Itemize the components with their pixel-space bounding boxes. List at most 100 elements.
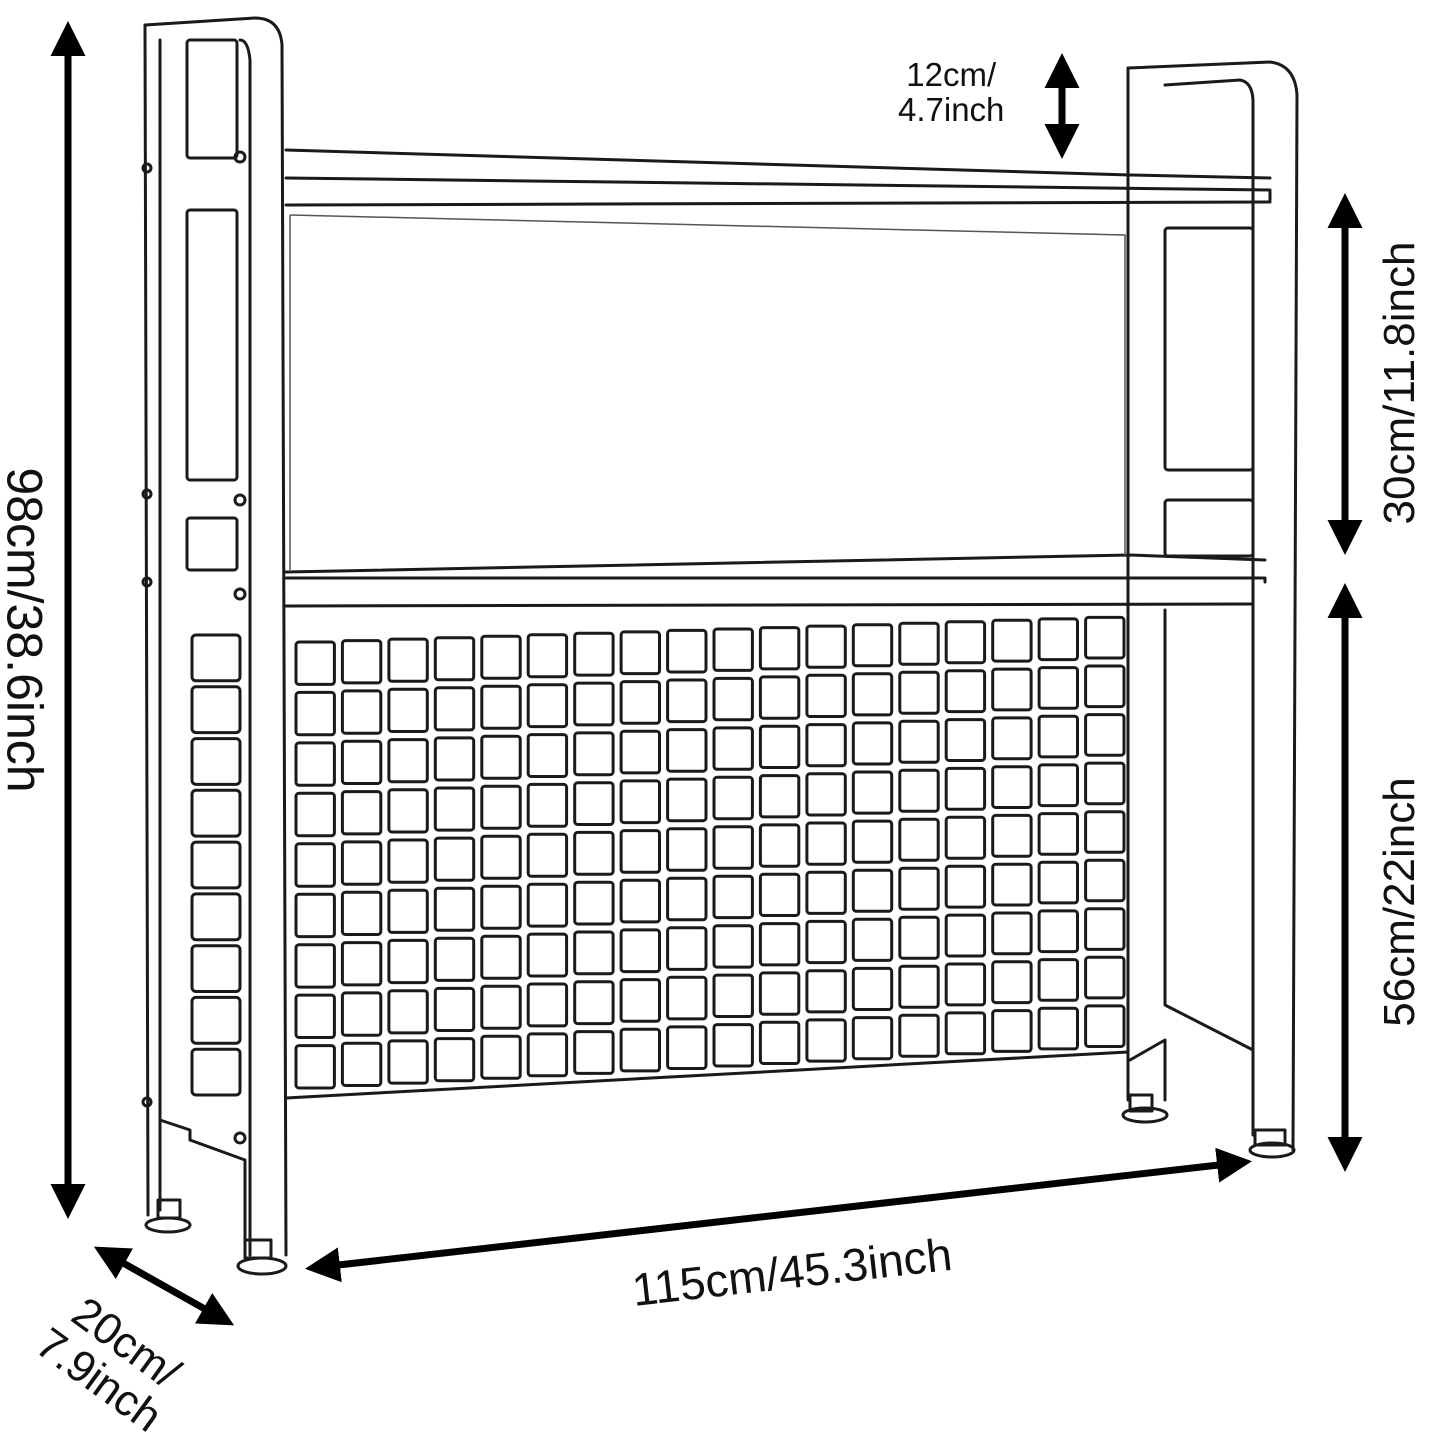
- mesh-cell: [898, 768, 940, 813]
- front-mesh-panel: [294, 615, 1126, 1090]
- mesh-cell: [433, 936, 476, 982]
- mesh-cell: [1084, 907, 1126, 951]
- mesh-cell: [387, 888, 429, 934]
- mesh-cell: [898, 719, 940, 764]
- top-rail-height-label: 12cm/ 4.7inch: [898, 56, 1005, 128]
- mesh-cell: [1084, 615, 1126, 660]
- mesh-cell: [991, 862, 1033, 907]
- mesh-cell: [758, 626, 801, 671]
- mesh-cell: [1084, 713, 1126, 757]
- mesh-cell: [433, 886, 476, 932]
- mesh-cell: [340, 1041, 383, 1087]
- mesh-cell: [480, 734, 522, 780]
- mesh-cell: [851, 917, 894, 962]
- mesh-cell: [526, 633, 569, 679]
- mesh-cell: [666, 876, 708, 922]
- mesh-cell: [851, 672, 894, 717]
- mesh-cell: [666, 628, 708, 674]
- mesh-cell: [480, 934, 522, 980]
- mesh-cell: [666, 777, 708, 823]
- mesh-cell: [526, 882, 569, 928]
- mesh-cell: [433, 836, 476, 882]
- side-mesh-cell: [190, 1047, 242, 1097]
- mesh-cell: [573, 631, 615, 677]
- mesh-cell: [1037, 666, 1079, 710]
- mesh-cell: [1037, 714, 1079, 759]
- mesh-cell: [1037, 812, 1079, 856]
- mesh-cell: [573, 880, 615, 926]
- mesh-cell: [480, 834, 522, 880]
- mesh-cell: [387, 738, 429, 784]
- total-height-label: 98cm/38.6inch: [0, 467, 53, 793]
- mesh-cell: [340, 790, 383, 836]
- mesh-cell: [573, 681, 615, 727]
- lower-height-label: 56cm/22inch: [1374, 777, 1424, 1027]
- mesh-cell: [1084, 955, 1126, 1000]
- depth-arrow-icon: [93, 1246, 235, 1326]
- mesh-cell: [573, 930, 615, 976]
- mesh-cell: [805, 772, 847, 817]
- mesh-cell: [619, 779, 661, 825]
- left-side-mesh-panel: [190, 633, 242, 1097]
- mesh-cell: [294, 690, 336, 737]
- mesh-cell: [294, 842, 336, 888]
- mesh-cell: [805, 821, 847, 866]
- mesh-cell: [758, 675, 801, 720]
- mesh-cell: [944, 815, 987, 860]
- mesh-cell: [712, 924, 754, 969]
- mesh-cell: [805, 919, 847, 965]
- side-mesh-cell: [190, 633, 242, 683]
- mesh-cell: [712, 726, 754, 771]
- mesh-cell: [805, 673, 847, 718]
- mesh-cell: [898, 915, 940, 960]
- mesh-cell: [898, 670, 940, 715]
- mesh-cell: [526, 733, 569, 778]
- mesh-cell: [758, 872, 801, 918]
- mesh-cell: [805, 624, 847, 669]
- mesh-cell: [805, 870, 847, 915]
- side-mesh-cell: [190, 944, 242, 994]
- mesh-cell: [851, 1016, 894, 1061]
- top-rail-height-line1: 12cm/: [906, 56, 997, 93]
- mesh-cell: [758, 971, 801, 1016]
- side-mesh-cell: [190, 685, 242, 735]
- mesh-cell: [898, 866, 940, 911]
- mesh-cell: [712, 676, 754, 722]
- mesh-cell: [851, 623, 894, 668]
- top-rail-height-line2: 4.7inch: [898, 90, 1005, 128]
- mesh-cell: [898, 964, 940, 1009]
- mesh-cell: [898, 817, 940, 862]
- mesh-cell: [1084, 1004, 1126, 1049]
- mesh-cell: [480, 784, 522, 830]
- side-mesh-cell: [190, 788, 242, 838]
- mesh-cell: [1037, 860, 1079, 905]
- mesh-cell: [851, 721, 894, 766]
- left-frame: [141, 16, 288, 1276]
- mesh-cell: [805, 969, 847, 1014]
- mesh-cell: [758, 774, 801, 819]
- mesh-cell: [619, 1027, 661, 1073]
- mesh-cell: [433, 636, 476, 682]
- mesh-cell: [758, 1020, 801, 1066]
- mesh-cell: [387, 989, 429, 1035]
- mesh-cell: [1084, 761, 1126, 806]
- mesh-cell: [851, 770, 894, 815]
- mesh-cell: [851, 868, 894, 913]
- mesh-cell: [294, 741, 336, 787]
- mesh-cell: [991, 813, 1033, 858]
- mesh-cell: [294, 640, 336, 686]
- mesh-cell: [944, 766, 987, 811]
- mesh-cell: [758, 922, 801, 967]
- mesh-cell: [573, 731, 615, 777]
- mesh-cell: [851, 966, 894, 1012]
- mesh-cell: [944, 718, 987, 762]
- mesh-cell: [898, 621, 940, 666]
- mesh-cell: [991, 716, 1033, 761]
- mesh-cell: [991, 911, 1033, 956]
- mesh-cell: [991, 1009, 1033, 1053]
- mesh-cell: [851, 819, 894, 864]
- mesh-cell: [526, 1032, 569, 1078]
- mesh-cell: [387, 637, 429, 683]
